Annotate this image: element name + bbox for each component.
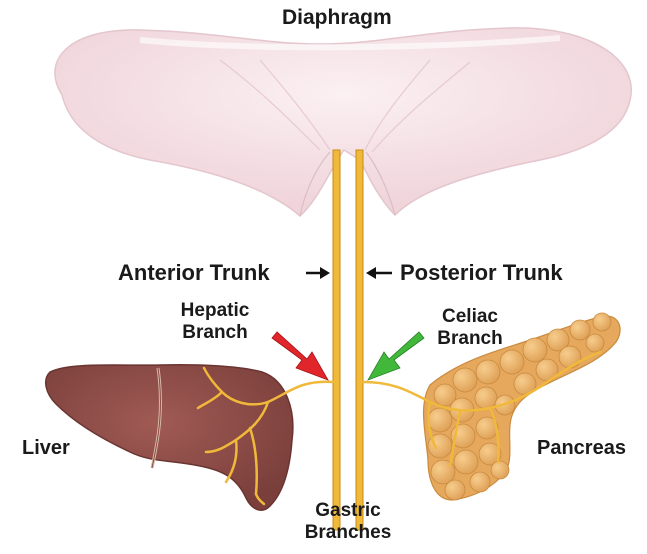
hepatic-branch-label-line1: Hepatic	[172, 300, 258, 322]
diaphragm-label: Diaphragm	[282, 6, 392, 30]
anterior-trunk	[333, 150, 340, 530]
celiac-branch-label: Celiac Branch	[432, 306, 508, 350]
hepatic-arrow	[272, 332, 328, 380]
diaphragm	[55, 28, 631, 216]
posterior-trunk-label: Posterior Trunk	[400, 260, 563, 285]
celiac-branch-label-line2: Branch	[432, 328, 508, 350]
anterior-trunk-label: Anterior Trunk	[118, 260, 270, 285]
vagal-trunks	[333, 150, 363, 530]
posterior-trunk	[356, 150, 363, 530]
posterior-trunk-arrow	[366, 267, 392, 279]
liver-label: Liver	[22, 437, 70, 460]
gastric-branches-label-line1: Gastric	[300, 500, 396, 522]
gastric-branches-label: Gastric Branches	[300, 500, 396, 544]
celiac-branch-label-line1: Celiac	[432, 306, 508, 328]
celiac-arrow	[368, 332, 424, 380]
anterior-trunk-arrow	[306, 267, 330, 279]
gastric-branches-label-line2: Branches	[300, 522, 396, 544]
hepatic-branch-label-line2: Branch	[172, 322, 258, 344]
pancreas-label: Pancreas	[537, 437, 626, 460]
hepatic-branch-label: Hepatic Branch	[172, 300, 258, 344]
